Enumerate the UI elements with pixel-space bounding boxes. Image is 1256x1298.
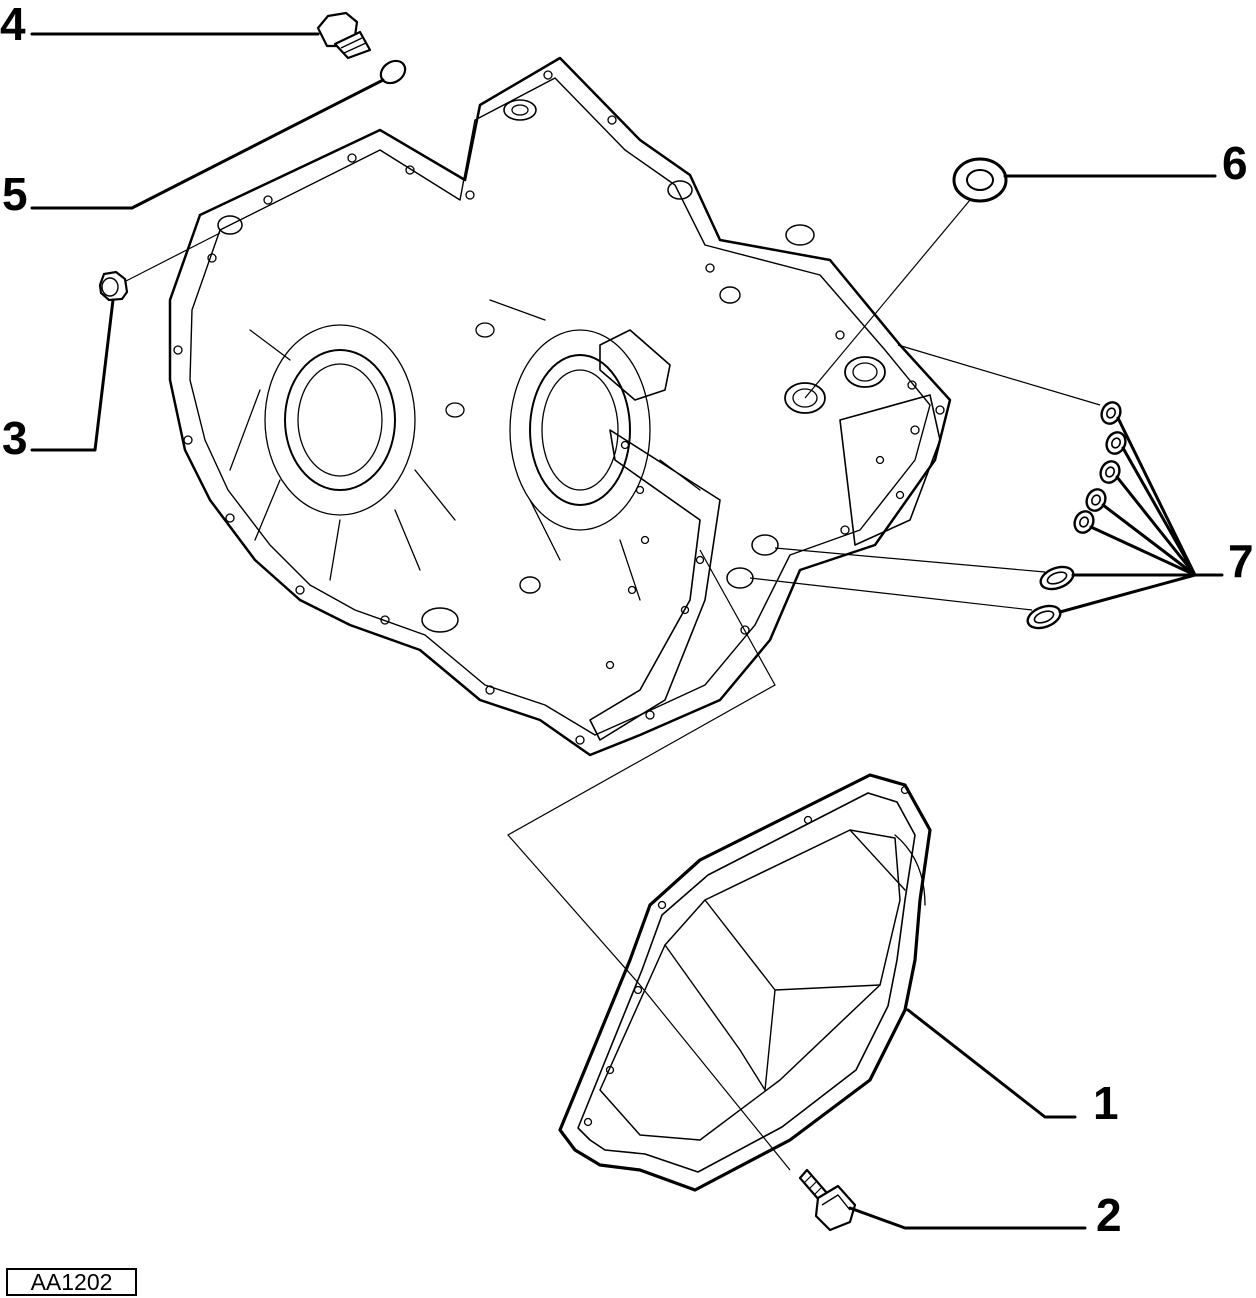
sealing-washer-icon (98, 270, 129, 302)
bolt-icon (798, 1168, 857, 1232)
callout-3: 3 (2, 412, 28, 464)
seal-ring-icon (952, 157, 1008, 203)
callout-2: 2 (1096, 1189, 1122, 1241)
callout-5: 5 (2, 168, 28, 220)
oil-pan-icon (558, 773, 932, 1192)
callout-4: 4 (0, 0, 26, 50)
assembly-guide-lines (125, 199, 1101, 1171)
callout-1: 1 (1093, 1077, 1119, 1129)
callout-6: 6 (1222, 137, 1248, 189)
reference-code-box: AA1202 (6, 1268, 137, 1296)
callout-7: 7 (1228, 535, 1254, 587)
leader-lines (30, 32, 1224, 1230)
transmission-housing (168, 56, 952, 757)
plug-icon (316, 11, 372, 60)
o-ring-icon (379, 59, 407, 85)
